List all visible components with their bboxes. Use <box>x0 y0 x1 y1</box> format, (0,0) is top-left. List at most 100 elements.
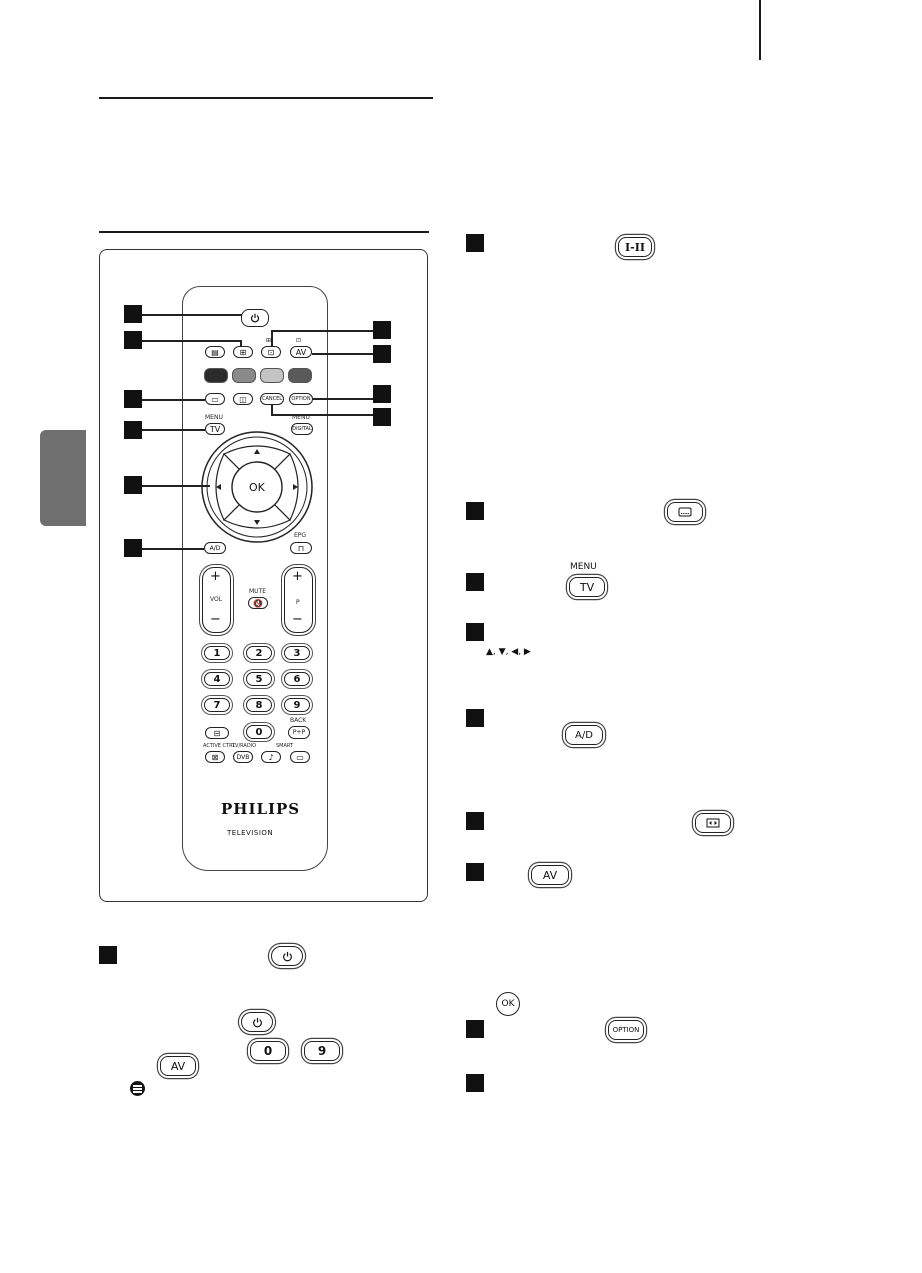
vol-label: VOL <box>210 596 223 603</box>
av-button-inline-left[interactable]: AV <box>160 1056 196 1076</box>
callout-cancel <box>373 408 391 426</box>
callout-av <box>373 345 391 363</box>
digit-button[interactable]: 2 <box>246 646 272 660</box>
power-button-inline[interactable] <box>271 946 303 966</box>
vol-minus: − <box>210 612 221 627</box>
av-button-inline-right[interactable]: AV <box>531 865 569 885</box>
callout-option <box>373 385 391 403</box>
header-rule-top <box>99 97 433 99</box>
option-button-inline[interactable]: OPTION <box>608 1020 644 1040</box>
language-tab <box>40 430 86 526</box>
page-vertical-rule <box>759 0 761 60</box>
option-button-remote[interactable]: OPTION <box>289 393 313 405</box>
info-button[interactable]: ⊟ <box>205 727 229 739</box>
digit-button[interactable]: 7 <box>204 698 230 712</box>
digit-button[interactable]: 8 <box>246 698 272 712</box>
subtitle-button-remote[interactable]: ▭ <box>205 393 225 405</box>
section-marker-power <box>99 946 117 964</box>
power-button[interactable] <box>241 309 269 327</box>
ok-label: OK <box>249 481 265 494</box>
program-rocker[interactable] <box>284 567 313 633</box>
digit-0-inline[interactable]: 0 <box>250 1041 286 1061</box>
green-button[interactable] <box>232 368 256 383</box>
text-small-icon: ⊡ <box>296 337 302 344</box>
callout-format <box>373 321 391 339</box>
ad-button-remote[interactable]: A/D <box>204 542 226 554</box>
subtitle-button-inline[interactable] <box>667 502 703 522</box>
callout-menu <box>124 421 142 439</box>
digit-9-inline[interactable]: 9 <box>304 1041 340 1061</box>
p-label: P <box>296 599 300 606</box>
dual-screen-button[interactable]: ◫ <box>233 393 253 405</box>
i-ii-button-inline[interactable]: I-II <box>618 237 652 257</box>
mute-button[interactable]: 🔇 <box>248 597 268 609</box>
red-button[interactable] <box>204 368 228 383</box>
section-marker-sound <box>466 234 484 252</box>
section-marker-menu <box>466 573 484 591</box>
tv-radio-button[interactable]: DVB <box>233 751 253 763</box>
digit-button[interactable]: 5 <box>246 672 272 686</box>
section-marker-av <box>466 863 484 881</box>
cancel-button[interactable]: CANCEL <box>260 393 284 405</box>
leader-hold <box>142 340 240 342</box>
arrows-inline: ▲, ▼, ◀, ▶ <box>486 647 531 657</box>
power-icon <box>282 951 292 961</box>
subtitle-icon <box>678 507 692 517</box>
leader-option <box>313 398 373 400</box>
digit-button[interactable]: 1 <box>204 646 230 660</box>
format-small-icon: ⊞ <box>266 337 272 344</box>
format-button-inline[interactable] <box>695 813 731 833</box>
epg-button[interactable]: ⊓ <box>290 542 312 554</box>
tv-radio-label: TV/RADIO <box>232 743 257 749</box>
back-button[interactable]: P+P <box>288 726 310 739</box>
menu-label-inline: MENU <box>570 562 597 572</box>
active-ctrl-label: ACTIVE CTRL <box>203 743 236 749</box>
callout-ad <box>124 539 142 557</box>
vol-rocker[interactable] <box>202 567 231 633</box>
active-ctrl-button[interactable]: ⊠ <box>205 751 225 763</box>
epg-label: EPG <box>294 532 307 539</box>
smart-label: SMART <box>276 743 294 749</box>
digit-button[interactable]: 0 <box>246 725 272 739</box>
leader-ad <box>142 548 204 550</box>
leader-menu <box>142 429 205 431</box>
teletext-button[interactable]: ▤ <box>205 346 225 358</box>
p-plus: + <box>292 569 303 584</box>
callout-hold <box>124 331 142 349</box>
leader-hold-v <box>240 340 242 347</box>
yellow-button[interactable] <box>260 368 284 383</box>
power-button-inline-2[interactable] <box>241 1012 273 1032</box>
leader-format-v <box>271 330 273 347</box>
av-button-remote[interactable]: AV <box>290 346 312 358</box>
digit-button[interactable]: 3 <box>284 646 310 660</box>
leader-format <box>271 330 373 332</box>
header-rule-bottom <box>99 231 429 233</box>
ad-button-inline[interactable]: A/D <box>565 725 603 745</box>
sub-brand: TELEVISION <box>227 829 274 837</box>
smart-picture-button[interactable]: ▭ <box>290 751 310 763</box>
leader-subtitle <box>142 399 205 401</box>
brand-logo: PHILIPS <box>221 800 301 818</box>
section-marker-last <box>466 1074 484 1092</box>
digit-button[interactable]: 9 <box>284 698 310 712</box>
format-icon <box>706 818 720 828</box>
digit-button[interactable]: 6 <box>284 672 310 686</box>
callout-navigation <box>124 476 142 494</box>
tv-menu-button-inline[interactable]: TV <box>569 577 605 597</box>
format-button-remote[interactable]: ⊡ <box>261 346 281 358</box>
navigation-pad[interactable] <box>200 430 314 544</box>
leader-navigation <box>142 485 210 487</box>
section-marker-navigation <box>466 623 484 641</box>
digit-button[interactable]: 4 <box>204 672 230 686</box>
ok-button-inline[interactable]: OK <box>496 992 520 1016</box>
digital-menu-button[interactable]: DIGITAL <box>291 423 313 435</box>
blue-button[interactable] <box>288 368 312 383</box>
smart-sound-button[interactable]: ♪ <box>261 751 281 763</box>
hold-button[interactable]: ⊞ <box>233 346 253 358</box>
leader-cancel-v <box>271 405 273 415</box>
remote-illustration-panel <box>99 249 428 902</box>
p-minus: − <box>292 612 303 627</box>
tv-menu-button[interactable]: TV <box>205 423 225 435</box>
section-marker-ad <box>466 709 484 727</box>
note-icon <box>130 1081 145 1096</box>
